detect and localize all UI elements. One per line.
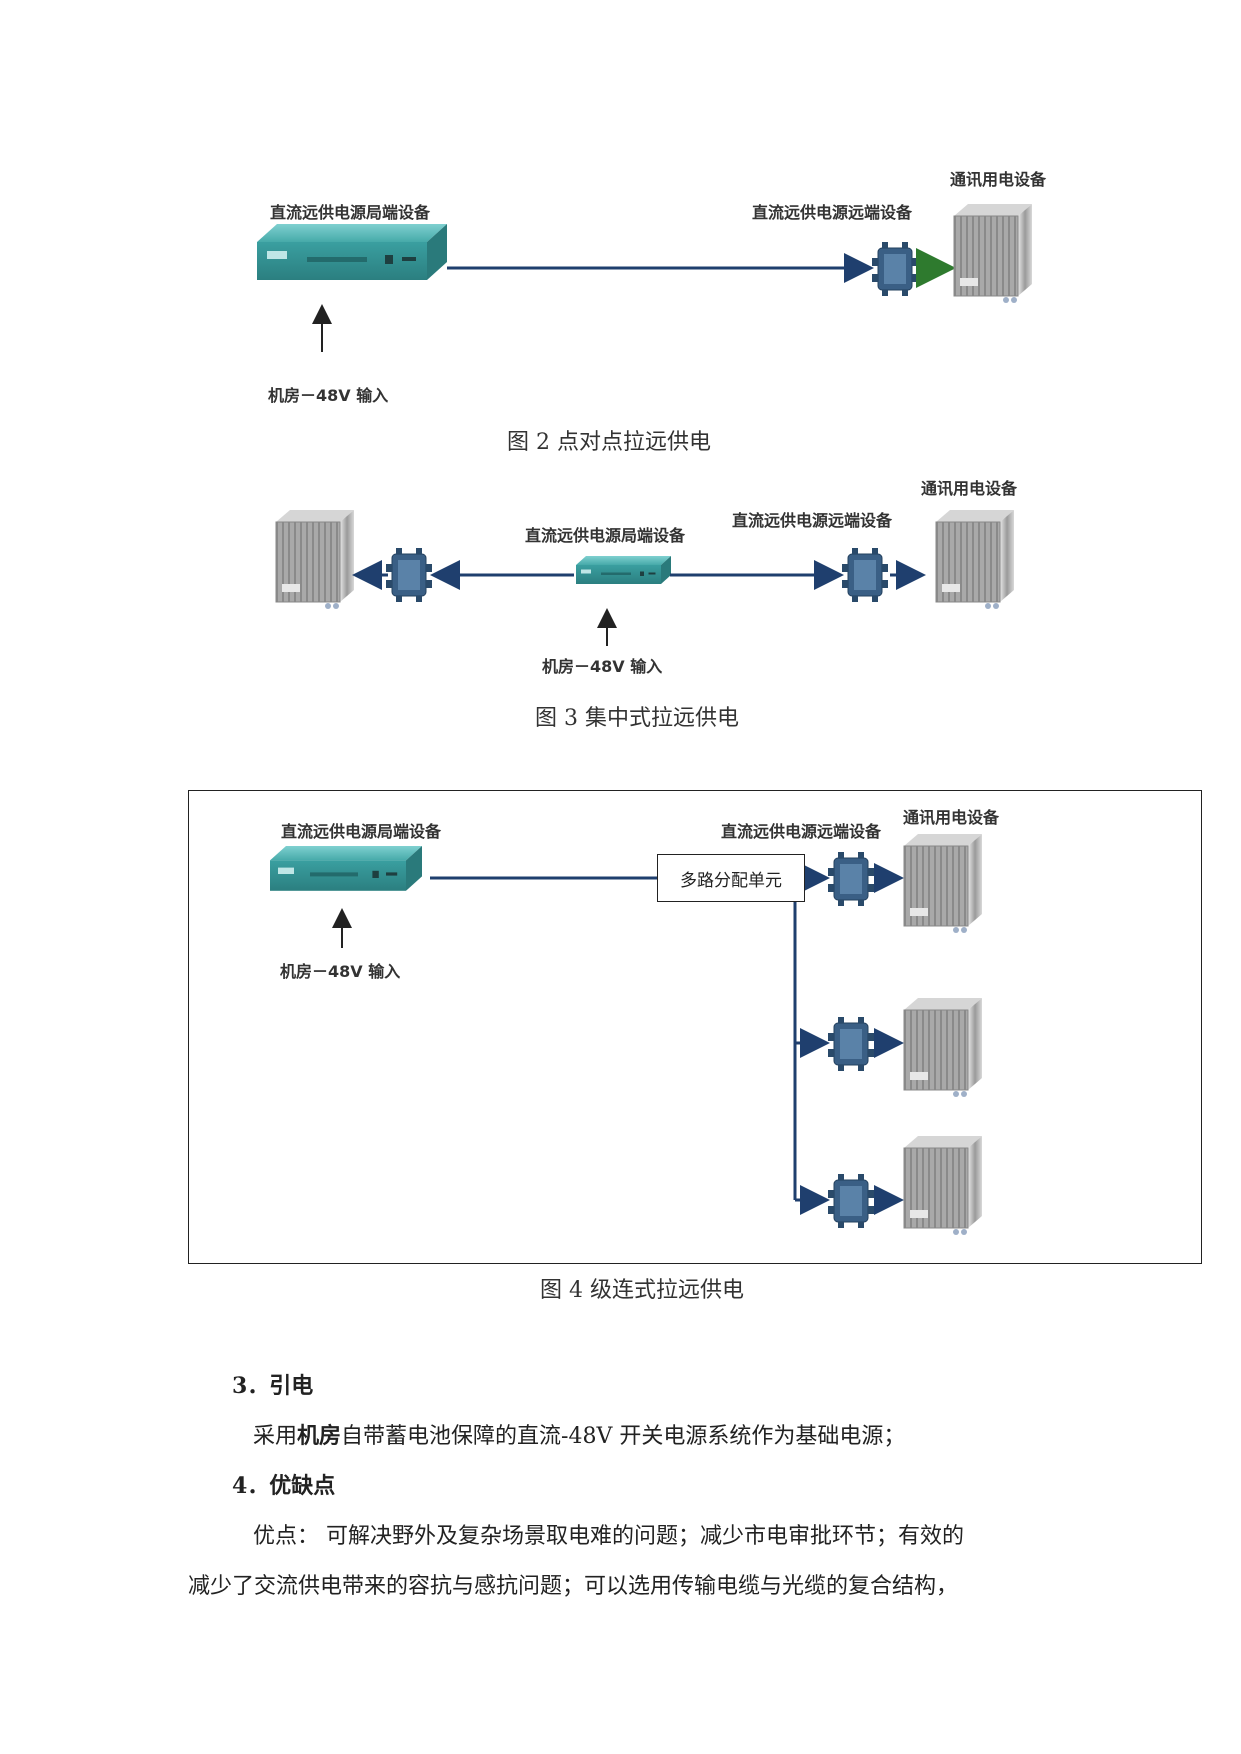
section3-text-rest: 自带蓄电池保障的直流-48V 开关电源系统作为基础电源；	[341, 1424, 906, 1449]
fig4-frame	[188, 790, 1202, 1264]
fig3-comm-right	[935, 509, 1015, 610]
fig3-comm-left	[275, 509, 355, 610]
fig2-remote-box	[871, 241, 919, 297]
fig4-label-comm: 通讯用电设备	[903, 808, 1000, 827]
section4-line1: 优点： 可解决野外及复杂场景取电难的问题；减少市电审批环节；有效的	[253, 1524, 964, 1549]
section4-heading: 4．优缺点	[232, 1473, 336, 1499]
fig2-local-cabinet	[257, 224, 447, 280]
section3-paragraph: 采用机房自带蓄电池保障的直流-48V 开关电源系统作为基础电源；	[253, 1418, 905, 1450]
fig2-label-comm: 通讯用电设备	[950, 170, 1047, 189]
fig2-comm-equipment	[953, 203, 1033, 304]
section3-heading: 3．引电	[232, 1373, 314, 1399]
fig4-label-remote: 直流远供电源远端设备	[721, 822, 882, 841]
fig3-label-local: 直流远供电源局端设备	[525, 526, 686, 545]
fig2-label-input: 机房－48V 输入	[268, 386, 389, 405]
fig3-label-comm: 通讯用电设备	[921, 479, 1018, 498]
fig4-caption: 图 4 级连式拉远供电	[540, 1278, 744, 1303]
fig2-label-remote: 直流远供电源远端设备	[752, 203, 913, 222]
fig3-remote-right	[841, 547, 889, 603]
section3-text-bold: 机房	[297, 1424, 342, 1449]
distribution-unit-box: 多路分配单元	[657, 854, 805, 902]
fig4-label-input: 机房－48V 输入	[280, 962, 401, 981]
fig3-local-cabinet	[576, 556, 671, 584]
fig3-label-input: 机房－48V 输入	[542, 657, 663, 676]
fig2-label-local: 直流远供电源局端设备	[270, 203, 431, 222]
fig4-label-local: 直流远供电源局端设备	[281, 822, 442, 841]
fig2-caption: 图 2 点对点拉远供电	[507, 430, 711, 455]
fig3-caption: 图 3 集中式拉远供电	[535, 706, 739, 731]
section3-text-prefix: 采用	[253, 1424, 298, 1449]
fig3-remote-left	[385, 547, 433, 603]
fig3-label-remote: 直流远供电源远端设备	[732, 511, 893, 530]
section4-line2: 减少了交流供电带来的容抗与感抗问题；可以选用传输电缆与光缆的复合结构，	[188, 1574, 959, 1599]
